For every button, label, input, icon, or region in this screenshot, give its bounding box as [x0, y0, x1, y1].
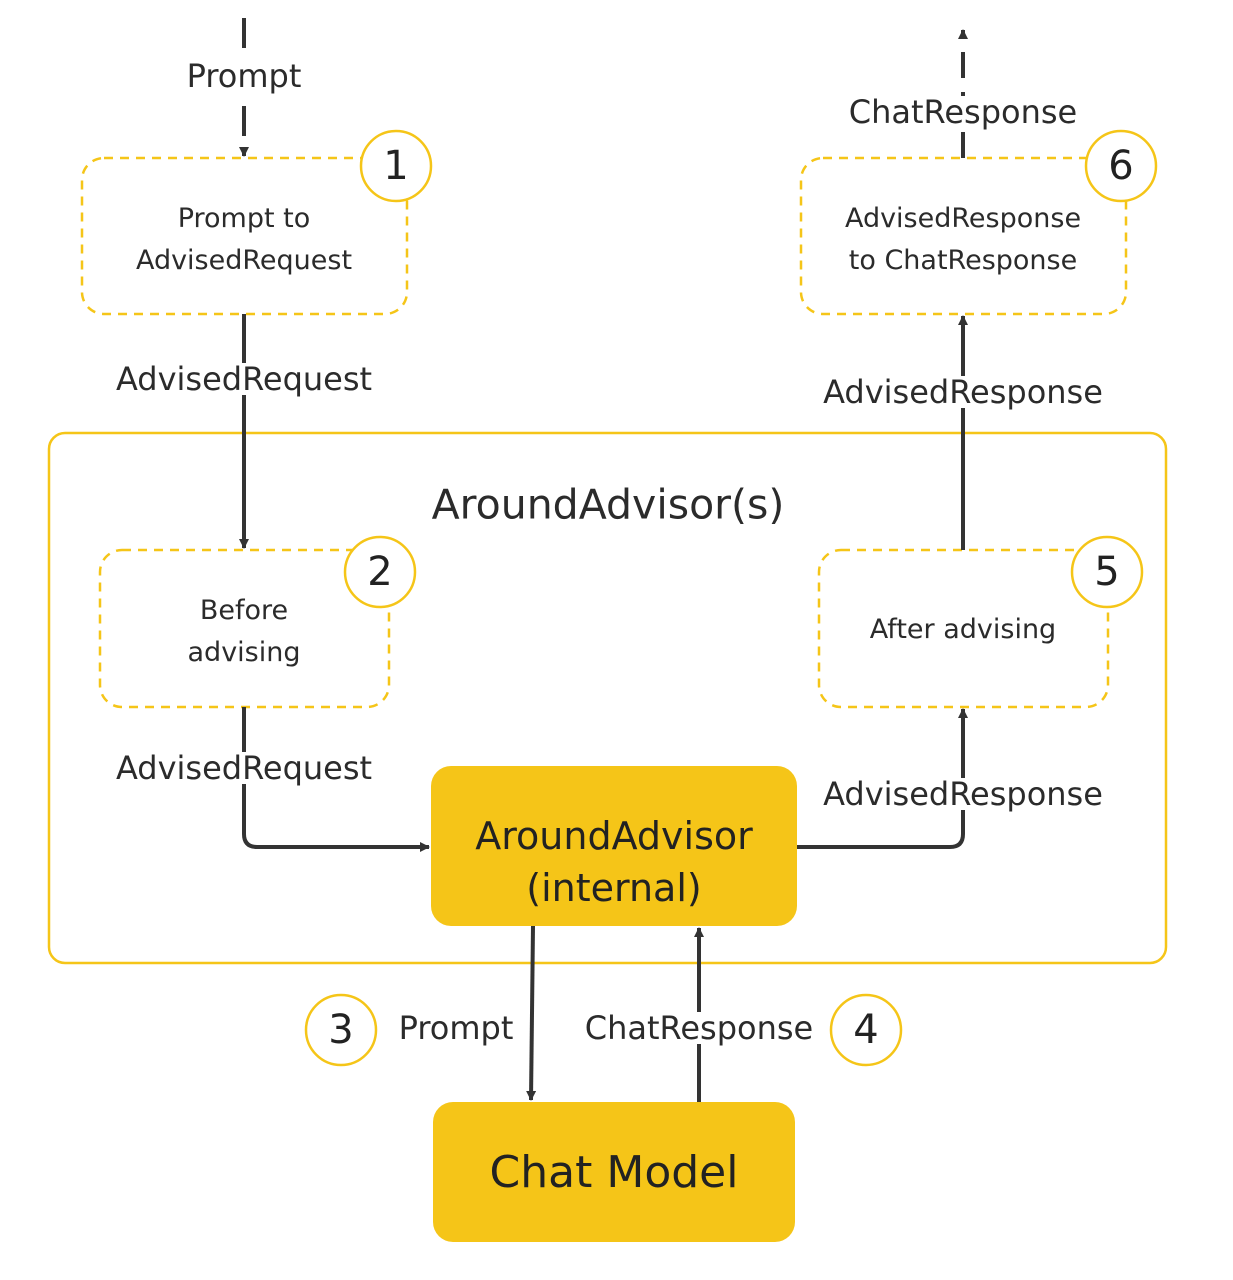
around-advisors-group — [47, 431, 1168, 965]
internal-line2: (internal) — [526, 866, 702, 910]
node-6-line1: AdvisedResponse — [844, 203, 1082, 234]
edge-from-model-label: ChatResponse — [580, 1012, 818, 1044]
node-6-line2: to ChatResponse — [848, 245, 1078, 276]
edge-internal-to-n5 — [797, 708, 968, 849]
step-6-number: 6 — [1108, 143, 1134, 189]
node-6-text: AdvisedResponse to ChatResponse — [845, 198, 1081, 282]
internal-node-text: AroundAdvisor (internal) — [475, 810, 753, 914]
step-2-circle — [343, 535, 417, 609]
edge-n2-to-internal — [242, 707, 430, 852]
internal-line1: AroundAdvisor — [475, 814, 753, 858]
step-6-circle — [1084, 129, 1158, 203]
edge-internal-to-model — [526, 925, 537, 1101]
step-2-number: 2 — [367, 549, 393, 595]
node-aroundadvisor-internal — [431, 766, 797, 926]
node-after-advising — [817, 548, 1110, 709]
step-4-number: 4 — [853, 1007, 879, 1053]
node-2-line1: Before — [199, 595, 289, 626]
step-5-circle — [1070, 535, 1144, 609]
node-2-line2: advising — [187, 637, 301, 668]
step-1-circle — [359, 129, 433, 203]
step-3-circle — [304, 993, 378, 1067]
node-prompt-to-advisedrequest — [80, 156, 409, 316]
chat-model-label: Chat Model — [489, 1147, 739, 1198]
node-5-text: After advising — [869, 614, 1057, 645]
output-chatresponse-label: ChatResponse — [844, 96, 1082, 128]
edge-to-model-label: Prompt — [394, 1012, 518, 1044]
edge-n5-n6-label: AdvisedResponse — [819, 376, 1107, 408]
group-title: AroundAdvisor(s) — [431, 480, 785, 529]
step-5-number: 5 — [1094, 549, 1120, 595]
step-4-circle — [829, 993, 903, 1067]
step-1-number: 1 — [383, 143, 409, 189]
node-chat-model — [433, 1102, 795, 1242]
edge-n1-n2-label: AdvisedRequest — [111, 363, 377, 395]
step-3-number: 3 — [328, 1007, 354, 1053]
node-1-line2: AdvisedRequest — [135, 245, 353, 276]
node-1-line1: Prompt to — [177, 203, 311, 234]
node-1-text: Prompt to AdvisedRequest — [136, 198, 352, 282]
edge-internal-n5-label: AdvisedResponse — [819, 778, 1107, 810]
node-advisedresponse-to-chatresponse — [799, 156, 1128, 316]
input-prompt-label: Prompt — [182, 60, 306, 92]
edge-n2-internal-label: AdvisedRequest — [111, 752, 377, 784]
node-2-text: Before advising — [188, 590, 301, 674]
